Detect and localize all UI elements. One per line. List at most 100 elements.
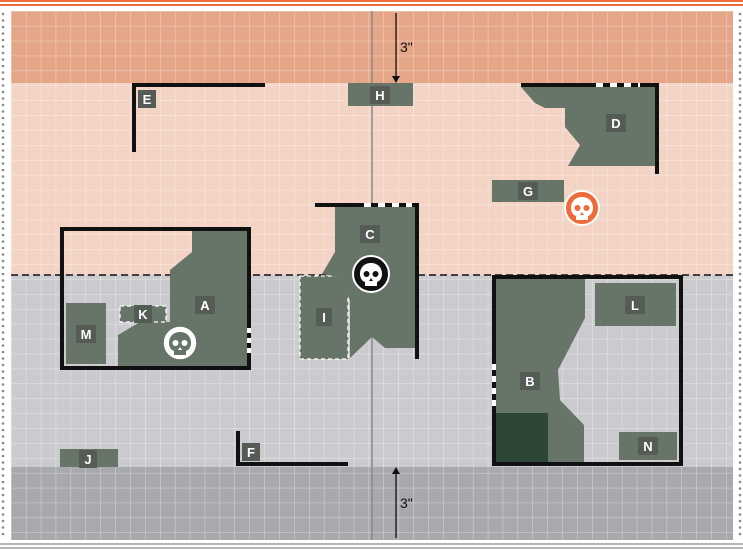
rail-dot — [1, 162, 5, 165]
rail-dot — [1, 285, 5, 289]
rail-dot — [1, 344, 5, 347]
rail-dot — [738, 344, 742, 347]
rail-dot — [738, 526, 742, 529]
rail-dot — [1, 90, 5, 94]
rail-dot — [738, 532, 742, 536]
label-d: D — [611, 116, 620, 131]
rail-dot — [738, 38, 742, 42]
rail-dot — [1, 181, 5, 185]
rail-dot — [1, 318, 5, 321]
rail-dot — [1, 500, 5, 503]
rail-dot — [738, 110, 742, 113]
rail-dot — [738, 441, 742, 445]
rail-dot — [1, 402, 5, 406]
rail-dot — [1, 103, 5, 107]
rail-dot — [1, 337, 5, 341]
rail-dot — [738, 337, 742, 341]
rail-dot — [1, 266, 5, 269]
rail-dot — [738, 311, 742, 315]
rail-dot — [738, 220, 742, 224]
rail-dot — [1, 526, 5, 529]
rail-dot — [738, 19, 742, 22]
rail-dot — [1, 461, 5, 464]
rail-dot — [1, 363, 5, 367]
skull-icon — [169, 332, 191, 355]
rail-dot — [738, 259, 742, 263]
label-c: C — [365, 227, 375, 242]
rail-dot — [738, 90, 742, 94]
rail-dot — [1, 214, 5, 217]
rail-dot — [1, 168, 5, 172]
label-n: N — [643, 439, 652, 454]
rail-dot — [738, 279, 742, 282]
rail-dot — [1, 194, 5, 198]
rail-dot — [738, 506, 742, 510]
rail-dot — [738, 207, 742, 211]
rail-dot — [1, 272, 5, 276]
rail-dot — [738, 350, 742, 354]
rail-dot — [738, 266, 742, 269]
rail-dot — [1, 428, 5, 432]
rail-dot — [738, 201, 742, 204]
rail-dot — [738, 422, 742, 425]
rail-dot — [738, 103, 742, 107]
rail-dot — [738, 324, 742, 328]
rail-dot — [1, 279, 5, 282]
rail-dot — [738, 272, 742, 276]
rail-dot — [1, 383, 5, 386]
rail-dot — [1, 12, 5, 16]
rail-dot — [738, 467, 742, 471]
objective-right — [564, 190, 600, 226]
rail-dot — [738, 45, 742, 48]
rail-dot — [738, 162, 742, 165]
rail-dot — [738, 396, 742, 399]
rail-dot — [738, 448, 742, 451]
rail-dot — [1, 357, 5, 360]
rail-dot — [1, 480, 5, 484]
rail-dot — [1, 97, 5, 100]
rail-dot — [738, 25, 742, 29]
rail-dot — [1, 149, 5, 152]
rail-dot — [738, 519, 742, 523]
doors — [247, 83, 640, 406]
rail-dot — [738, 389, 742, 393]
bottom-measure: 3" — [392, 467, 413, 538]
rail-dot — [738, 71, 742, 74]
rail-dot — [1, 376, 5, 380]
rail-dot — [738, 253, 742, 256]
rail-dot — [1, 441, 5, 445]
rail-dot — [738, 298, 742, 302]
skull-icon — [571, 197, 593, 220]
rail-dot — [738, 376, 742, 380]
rail-dot — [1, 519, 5, 523]
objective-center — [352, 255, 390, 293]
rail-dot — [738, 181, 742, 185]
rail-dot — [738, 415, 742, 419]
rail-dot — [1, 474, 5, 477]
bottom-measure-label: 3" — [400, 495, 413, 511]
rail-dot — [738, 461, 742, 464]
rail-dot — [738, 116, 742, 120]
rail-dot — [738, 402, 742, 406]
rail-dot — [1, 38, 5, 42]
rail-dot — [1, 233, 5, 237]
rail-dot — [1, 136, 5, 139]
rail-dot — [738, 487, 742, 490]
rail-dot — [1, 350, 5, 354]
rail-dot — [1, 64, 5, 68]
rail-dot — [738, 383, 742, 386]
label-j: J — [84, 452, 91, 467]
rail-dot — [738, 58, 742, 61]
rail-dot — [1, 71, 5, 74]
rail-dot — [1, 220, 5, 224]
rail-dot — [1, 422, 5, 425]
rail-dot — [1, 129, 5, 133]
rail-dot — [738, 305, 742, 308]
top-measure: 3" — [392, 13, 413, 83]
top-measure-label: 3" — [400, 39, 413, 55]
rail-dot — [1, 415, 5, 419]
rail-dot — [738, 292, 742, 295]
rail-dot — [738, 331, 742, 334]
rail-dot — [738, 227, 742, 230]
